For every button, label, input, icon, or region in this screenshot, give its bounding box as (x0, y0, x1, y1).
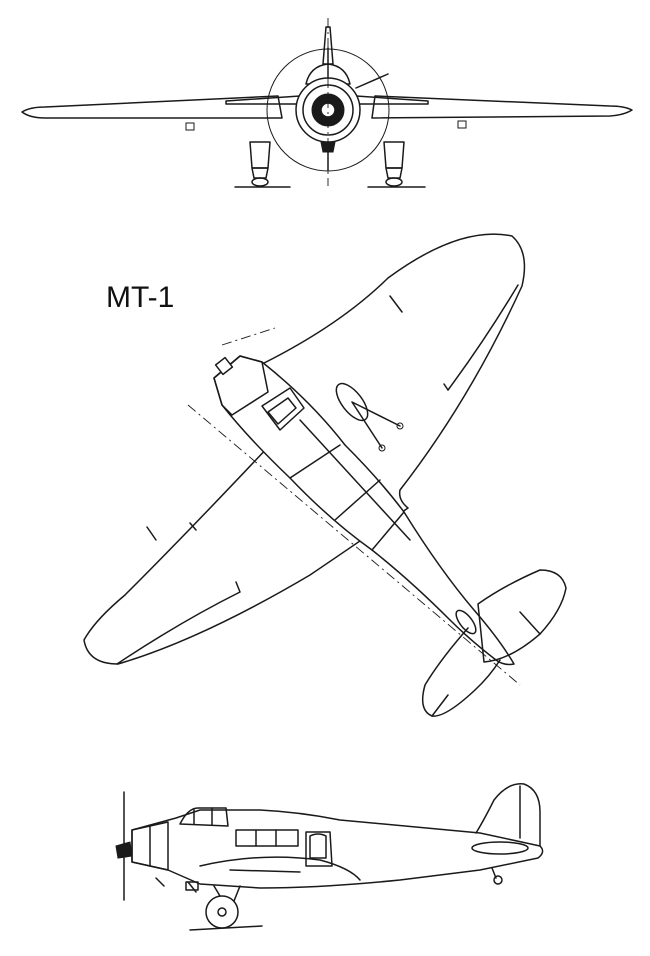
front-right-gear (367, 141, 426, 188)
side-fin (475, 783, 541, 847)
side-main-wheel (205, 895, 239, 929)
plan-fuselage (213, 355, 515, 666)
drawing-title: MT-1 (106, 281, 174, 314)
plan-view (83, 233, 567, 717)
side-fuselage (131, 809, 544, 889)
plan-tailplane (477, 569, 567, 663)
front-left-wing (21, 95, 283, 119)
plan-main-wing (83, 233, 526, 665)
front-left-gear (234, 141, 291, 188)
front-right-wing (371, 95, 633, 119)
front-view (21, 18, 633, 188)
side-view (115, 783, 544, 931)
